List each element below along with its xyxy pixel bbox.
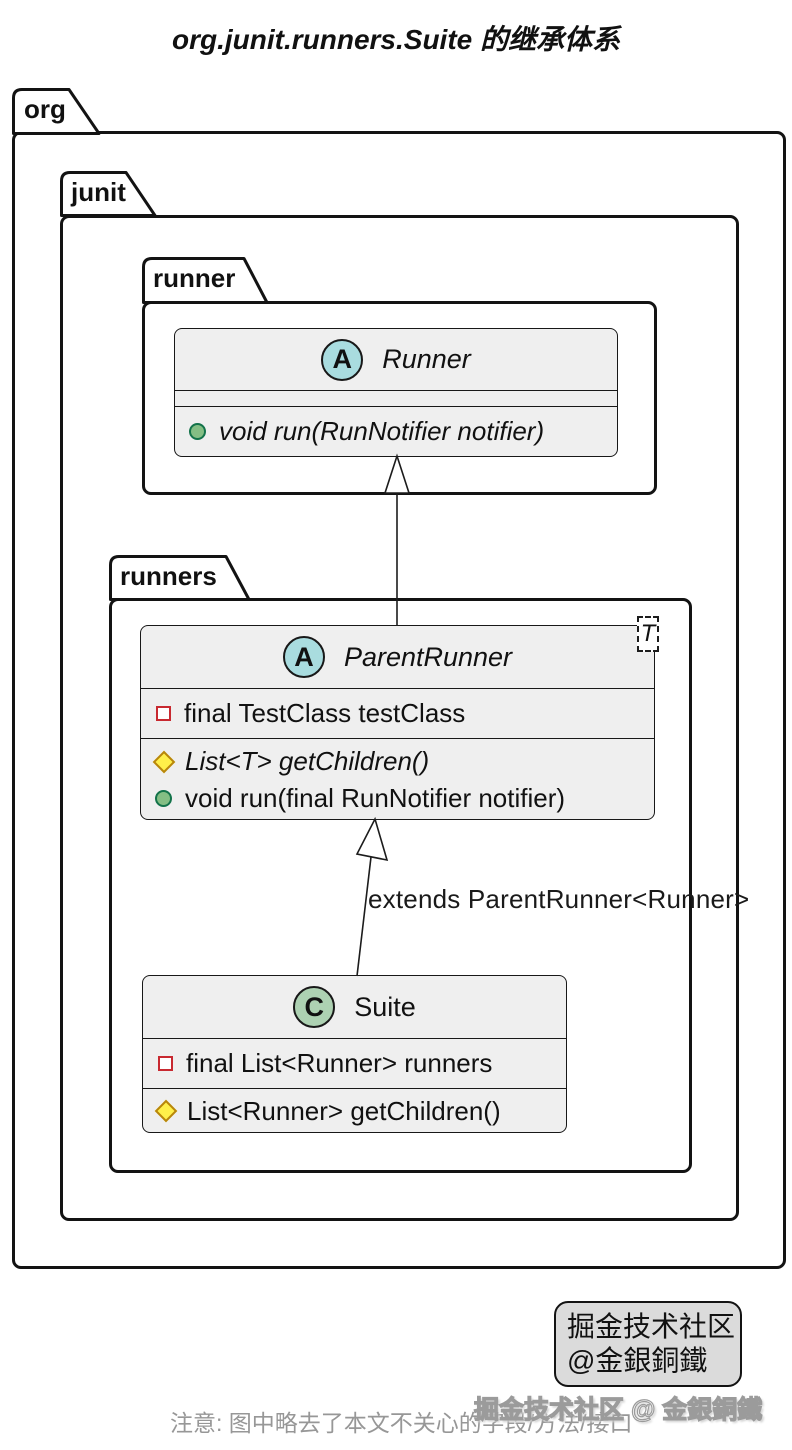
package-org-label: org — [24, 94, 66, 124]
class-suite-header: C Suite — [143, 976, 566, 1039]
method-text: void run(RunNotifier notifier) — [219, 415, 545, 446]
abstract-class-icon: A — [282, 636, 325, 678]
package-runners-label: runners — [120, 561, 217, 591]
package-junit-label: junit — [71, 177, 126, 207]
public-method-icon — [189, 422, 206, 440]
class-box-suite: C Suite final List<Runner> runners List<… — [142, 975, 567, 1133]
package-junit-tab — [60, 171, 157, 217]
field-row: final TestClass testClass — [141, 698, 654, 729]
method-row: List<Runner> getChildren() — [143, 1096, 566, 1127]
package-runners-tab — [109, 555, 251, 601]
class-box-parentrunner: A ParentRunner final TestClass testClass… — [140, 625, 655, 820]
method-row: List<T> getChildren() — [141, 746, 654, 777]
private-field-icon — [156, 706, 171, 721]
public-method-icon — [155, 790, 172, 807]
method-text: List<Runner> getChildren() — [187, 1095, 501, 1126]
class-parentrunner-header: A ParentRunner — [141, 626, 654, 689]
method-text: List<T> getChildren() — [185, 746, 430, 776]
badge-line1: 掘金技术社区 — [567, 1311, 736, 1342]
community-badge: 掘金技术社区 @金銀銅鐵 — [554, 1301, 742, 1387]
concrete-class-icon: C — [293, 986, 336, 1028]
watermark-text: 掘金技术社区 @ 金銀銅鐵 — [473, 1395, 763, 1424]
private-field-icon — [158, 1056, 173, 1071]
package-runner-label: runner — [153, 263, 236, 293]
method-row: void run(RunNotifier notifier) — [175, 416, 617, 447]
field-text: final TestClass testClass — [184, 698, 466, 728]
class-parentrunner-methods: List<T> getChildren() void run(final Run… — [141, 738, 654, 821]
protected-method-icon — [154, 1099, 178, 1123]
class-runner-header: A Runner — [175, 329, 617, 391]
class-suite-fields: final List<Runner> runners — [143, 1039, 566, 1088]
generic-type-box: T — [637, 616, 659, 652]
package-runner-tab — [142, 257, 269, 304]
badge-line2: @金銀銅鐵 — [567, 1345, 708, 1376]
footnote: 注意: 图中略去了本文不关心的字段/方法/接口 — [170, 1410, 633, 1436]
field-row: final List<Runner> runners — [143, 1048, 566, 1079]
class-suite-methods: List<Runner> getChildren() — [143, 1088, 566, 1133]
class-runner-name: Runner — [382, 344, 471, 374]
class-box-runner: A Runner void run(RunNotifier notifier) — [174, 328, 618, 457]
method-text: void run(final RunNotifier notifier) — [185, 783, 566, 813]
class-runner-fields-empty — [175, 391, 617, 406]
protected-method-icon — [152, 750, 176, 773]
field-text: final List<Runner> runners — [186, 1048, 493, 1078]
diagram-title: org.junit.runners.Suite 的继承体系 — [171, 24, 620, 55]
package-org-tab — [12, 88, 101, 135]
class-parentrunner-fields: final TestClass testClass — [141, 689, 654, 738]
class-parentrunner-name: ParentRunner — [343, 641, 513, 672]
class-runner-methods: void run(RunNotifier notifier) — [175, 406, 617, 455]
method-row: void run(final RunNotifier notifier) — [141, 783, 654, 814]
class-suite-name: Suite — [354, 991, 416, 1022]
extends-edge-label: extends ParentRunner<Runner> — [368, 884, 750, 914]
abstract-class-icon: A — [321, 338, 364, 381]
